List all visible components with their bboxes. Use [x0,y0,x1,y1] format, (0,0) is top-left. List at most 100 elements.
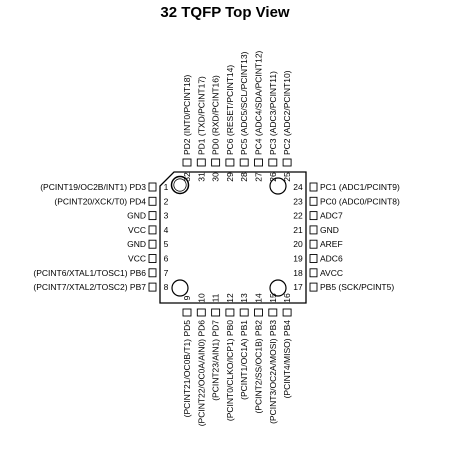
pin-label: PD1 (TXD/PCINT17) [196,76,206,155]
pin-number: 27 [254,172,264,182]
pin-pad [309,254,318,263]
pin-pad [239,158,249,167]
pin-label: (PCINT23/AIN1) PD7 [211,320,221,401]
pin-number: 25 [282,172,292,182]
pin-label: VCC [128,225,146,235]
pin-label: ADC6 [320,254,343,264]
pin-pad [309,282,318,292]
pin-number: 11 [211,293,221,302]
pin-pad [268,158,278,167]
pin-label: (PCINT22/OC0A/AIN0) PD6 [196,320,206,427]
pin-pad [239,308,249,317]
pin-label: PC6 (RESET/PCINT14) [225,65,235,155]
pin-number: 26 [268,172,278,182]
pin-number: 14 [254,293,264,303]
mount-circle-bottom-right [269,279,287,297]
pin-pad [254,158,263,167]
pin-pad [148,182,157,192]
pin-pad [148,196,157,206]
pin-number: 7 [164,268,169,278]
pin-number: 20 [293,239,303,249]
pin-label: (PCINT3/OC2A/MOSI) PB3 [268,320,278,424]
pin-number: 1 [164,182,169,192]
pin-label: (PCINT0/CLKO/ICP1) PB0 [225,320,235,421]
pin-label: PC2 (ADC2/PCINT10) [282,70,292,155]
pin-pad [148,254,157,263]
pin-number: 17 [293,282,303,292]
pin-number: 13 [239,293,249,303]
pin-number: 4 [164,225,169,235]
pin-pad [309,182,318,192]
pin-number: 23 [293,196,303,206]
pin-label: PD0 (RXD/PCINT16) [211,75,221,155]
pin-pad [225,308,235,317]
pin-label: PC5 (ADC5/SCL/PCINT13) [239,51,249,155]
pin-pad [196,158,206,167]
pin-label: PC1 (ADC1/PCINT9) [320,182,400,192]
pin-pad [225,158,235,167]
pin-number: 16 [282,293,292,303]
pin-number: 32 [182,172,192,182]
mount-circle-top-right [269,177,287,195]
pin-pad [254,308,263,317]
pin-number: 30 [211,172,221,182]
pin-pad [268,308,278,317]
pin-pad [148,282,157,292]
pin-number: 22 [293,211,303,221]
pin-number: 18 [293,268,303,278]
pin-number: 31 [196,172,206,182]
pin-label: (PCINT19/OC2B/INT1) PD3 [40,182,146,192]
pin-number: 21 [293,225,303,235]
pin-label: GND [127,211,146,221]
pin-pad [148,211,157,221]
pin-pad [309,211,318,221]
pin-pad [282,158,292,167]
chip-body [159,171,307,304]
pin-pad [309,239,318,249]
pin-pad [148,239,157,249]
pin-label: AREF [320,239,343,249]
pin-number: 12 [225,293,235,303]
pin-pad [182,158,192,167]
pin1-indicator-circle [170,175,190,195]
pin-pad [309,225,318,235]
pin-pad [182,308,192,317]
pin-label: PD2 (INT0/PCINT18) [182,75,192,155]
pin-pad [211,308,221,317]
pin-pad [282,308,292,317]
pin-number: 8 [164,282,169,292]
pin-label: GND [127,239,146,249]
pin-label: PB5 (SCK/PCINT5) [320,282,394,292]
pin1-indicator-inner [173,178,187,192]
pin-label: VCC [128,254,146,264]
pin-pad [196,308,206,317]
pin-label: PC0 (ADC0/PCINT8) [320,196,400,206]
pin-number: 6 [164,254,169,264]
pin-label: (PCINT2/SS/OC1B) PB2 [254,320,264,414]
pin-number: 29 [225,172,235,182]
pin-number: 15 [268,293,278,303]
pin-pad [309,196,318,206]
pin-label: (PCINT7/XTAL2/TOSC2) PB7 [33,282,146,292]
pin-number: 24 [293,182,303,192]
pin-label: PC4 (ADC4/SDA/PCINT12) [254,50,264,155]
mount-circle-bottom-left [171,279,189,297]
pin-number: 9 [182,295,192,300]
pin-pad [211,158,221,167]
pin-number: 2 [164,196,169,206]
pin-number: 10 [196,293,206,303]
pin-label: (PCINT6/XTAL1/TOSC1) PB6 [33,268,146,278]
pin-label: (PCINT20/XCK/T0) PD4 [54,196,146,206]
pin-label: AVCC [320,268,343,278]
pin-label: (PCINT1/OC1A) PB1 [239,320,249,400]
pin-label: GND [320,225,339,235]
pin-number: 3 [164,211,169,221]
pin-pad [148,225,157,235]
pin-label: ADC7 [320,211,343,221]
pin-label: (PCINT21/OC0B/T1) PD5 [182,320,192,418]
pin-label: PC3 (ADC3/PCINT11) [268,71,278,155]
pin-pad [309,268,318,278]
pin-pad [148,268,157,278]
